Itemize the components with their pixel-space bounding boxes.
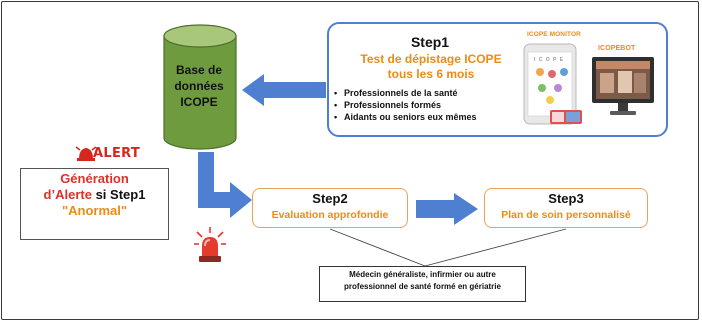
icopebot-label: ICOPEBOT — [598, 45, 636, 52]
step3-title: Step3 — [548, 191, 584, 206]
step2-box — [252, 188, 408, 228]
icope-monitor-label: ICOPE MONITOR — [527, 31, 581, 38]
list-item: Professionnels de la santé — [334, 87, 477, 99]
step2-subtitle: Evaluation approfondie — [271, 209, 389, 221]
step1-bullet-list: Professionnels de la santé Professionnel… — [334, 87, 477, 123]
step2-title: Step2 — [312, 191, 348, 206]
database-cylinder-icon — [163, 24, 237, 150]
list-item: Aidants ou seniors eux mêmes — [334, 111, 477, 123]
app-logo-text: I C O P E — [534, 57, 565, 63]
icope-monitor-phone-image — [523, 43, 582, 125]
step1-title: Step1 — [410, 34, 450, 50]
database-label: Base de données ICOPE — [174, 63, 224, 109]
step3-subtitle: Plan de soin personnalisé — [501, 209, 631, 221]
arrow-step2-to-step3 — [416, 193, 478, 225]
step3-box — [484, 188, 648, 228]
practitioners-box — [319, 266, 526, 302]
practitioners-text: Médecin généraliste, infirmier ou autre … — [344, 270, 501, 291]
list-item: Professionnels formés — [334, 99, 477, 111]
arrow-database-to-step2 — [198, 152, 252, 218]
siren-icon — [194, 227, 226, 262]
arrow-step1-to-database — [242, 74, 326, 106]
alert-logo-text: ALERT — [93, 146, 141, 161]
step1-subtitle: Test de dépistage ICOPE tous les 6 mois — [360, 52, 502, 81]
icopebot-screen-image — [592, 57, 654, 115]
alert-message: Génération d’Alerte si Step1 "Anormal" — [43, 171, 146, 218]
alert-bell-icon — [75, 146, 97, 161]
alert-box — [20, 168, 169, 240]
